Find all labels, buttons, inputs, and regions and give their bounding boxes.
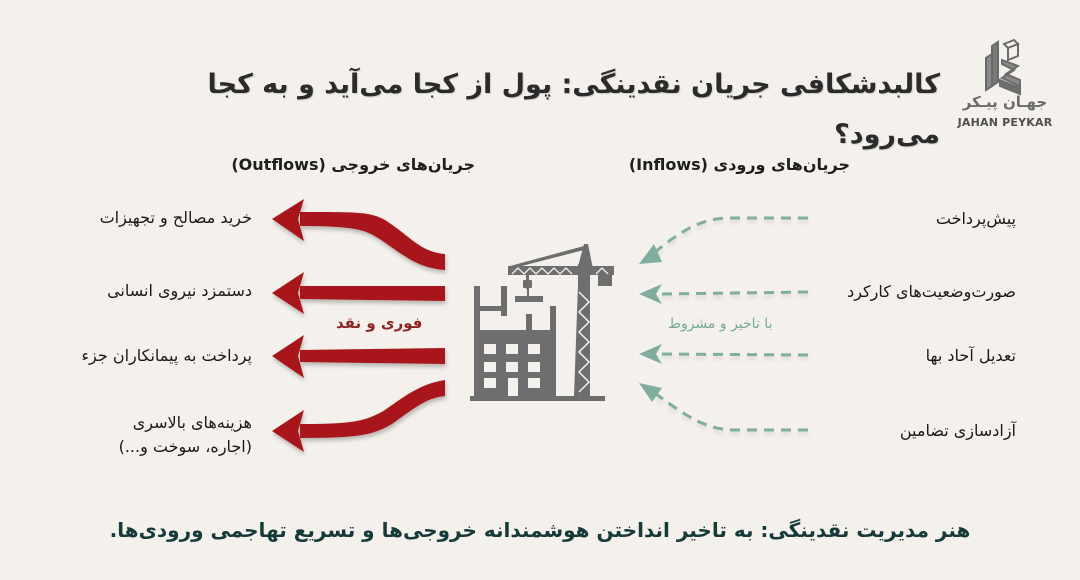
inflow-arrow-1 [654, 216, 808, 254]
inflow-item-1: پیش‌پرداخت [935, 209, 1016, 228]
inflow-item-2: صورت‌وضعیت‌های کارکرد [847, 282, 1016, 301]
inflow-tag: با تاخیر و مشروط [668, 316, 773, 332]
outflow-arrow-3 [272, 335, 445, 378]
inflow-arrow-2 [657, 290, 809, 296]
outflow-item-1: خرید مصالح و تجهیزات [99, 208, 252, 227]
construction-crane-building-icon [470, 244, 614, 401]
outflows-heading: جریان‌های خروجی (Outflows) [231, 155, 475, 174]
logo-name-en: JAHAN PEYKAR [957, 116, 1053, 129]
outflow-item-2: دستمزد نیروی انسانی [107, 281, 252, 300]
logo-name-fa: جهـان پیـکر [962, 93, 1048, 111]
outflow-arrow-4 [272, 380, 445, 452]
footer-note: هنر مدیریت نقدینگی: به تاخیر انداختن هوش… [109, 518, 971, 542]
outflow-item-4-sub: (اجاره، سوخت و...) [118, 437, 252, 456]
inflows-heading: جریان‌های ورودی (Inflows) [628, 155, 850, 174]
outflow-arrow-1 [272, 199, 445, 270]
outflow-tag: فوری و نقد [336, 314, 423, 332]
outflow-arrow-2 [272, 272, 445, 314]
inflow-item-4: آزادسازی تضامین [899, 421, 1016, 440]
outflow-item-3: پرداخت به پیمانکاران جزء [81, 346, 252, 365]
inflow-arrow-4 [655, 392, 808, 432]
inflow-arrow-3 [657, 352, 809, 357]
outflow-item-4: هزینه‌های بالاسری [132, 413, 252, 432]
inflow-item-3: تعدیل آحاد بها [925, 346, 1016, 365]
page-title: کالبدشکافی جریان نقدینگی: پول از کجا می‌… [207, 69, 940, 150]
building-blocks-logo-icon [985, 38, 1021, 96]
